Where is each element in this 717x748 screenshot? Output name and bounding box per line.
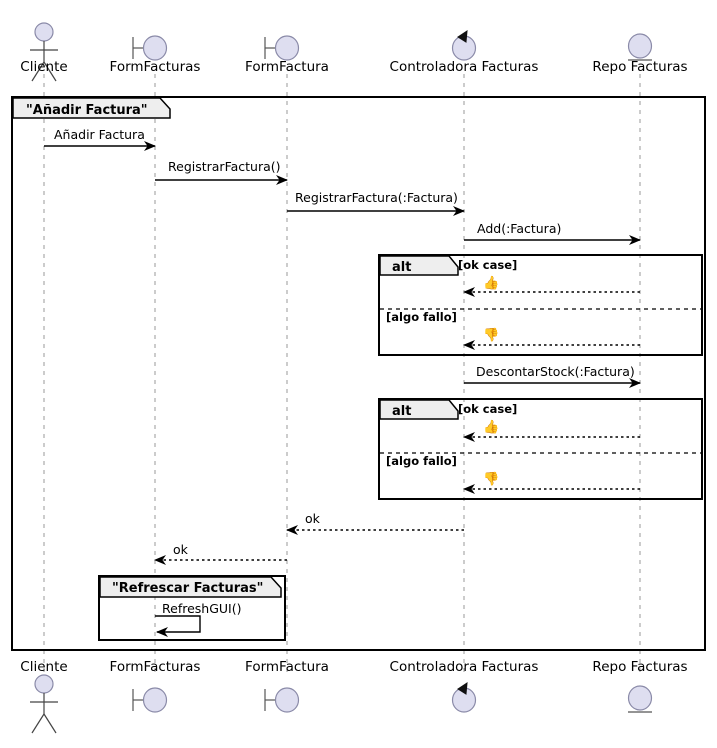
footer-participant-label-repo: Repo Facturas xyxy=(592,659,688,675)
alt-guard-ok-case-1: [ok case] xyxy=(458,258,518,272)
message-label-registrarfactura-arg: RegistrarFactura(:Factura) xyxy=(295,190,458,205)
frame-border-anadir-factura-frame xyxy=(11,96,706,651)
boundary-icon-formfactura-bottom xyxy=(264,687,300,713)
alt-operator-label-2: alt xyxy=(392,404,412,419)
entity-icon-repo-bottom xyxy=(627,685,653,713)
thumbs-down-icon-1: 👎 xyxy=(483,328,500,343)
message-label-anadir-factura: Añadir Factura xyxy=(54,127,145,142)
frame-tab-refrescar-facturas-frame xyxy=(99,576,282,598)
participant-label-repo: Repo Facturas xyxy=(592,59,688,75)
alt-operator-label-1: alt xyxy=(392,260,412,275)
thumbs-up-icon-2: 👍 xyxy=(483,420,500,435)
alt-guard-algo-fallo-1: [algo fallo] xyxy=(386,310,457,324)
participant-label-formfacturas: FormFacturas xyxy=(109,59,201,75)
control-icon-controladora-bottom xyxy=(451,682,477,713)
actor-stick-figure-icon-cliente-top xyxy=(30,22,58,82)
thumbs-down-icon-2: 👎 xyxy=(483,472,500,487)
footer-participant-label-cliente: Cliente xyxy=(20,659,68,675)
actor-stick-figure-icon-cliente-bottom xyxy=(30,674,58,734)
thumbs-up-icon-1: 👍 xyxy=(483,276,500,291)
alt-border-alt-fragment-1 xyxy=(378,254,703,356)
participant-label-formfactura: FormFactura xyxy=(245,59,329,75)
message-label-registrarfactura: RegistrarFactura() xyxy=(168,159,281,174)
alt-guard-ok-case-2: [ok case] xyxy=(458,402,518,416)
footer-participant-label-controladora: Controladora Facturas xyxy=(389,659,539,675)
frame-tab-anadir-factura-frame xyxy=(12,97,171,119)
footer-participant-label-formfacturas: FormFacturas xyxy=(109,659,201,675)
message-label-refreshgui: RefreshGUI() xyxy=(162,601,242,616)
boundary-icon-formfacturas-top xyxy=(132,35,168,61)
message-label-add-factura: Add(:Factura) xyxy=(477,221,562,236)
boundary-icon-formfacturas-bottom xyxy=(132,687,168,713)
alt-border-alt-fragment-2 xyxy=(378,398,703,500)
frame-title-anadir-factura: "Añadir Factura" xyxy=(26,103,148,118)
message-label-ok-formfactura: ok xyxy=(173,542,188,557)
message-label-descontarstock: DescontarStock(:Factura) xyxy=(476,364,635,379)
frame-border-refrescar-facturas-frame xyxy=(98,575,286,641)
boundary-icon-formfactura-top xyxy=(264,35,300,61)
alt-guard-algo-fallo-2: [algo fallo] xyxy=(386,454,457,468)
alt-tab-alt-fragment-1 xyxy=(379,255,459,276)
frame-title-refrescar-facturas: "Refrescar Facturas" xyxy=(112,581,264,596)
participant-label-cliente: Cliente xyxy=(20,59,68,75)
footer-participant-label-formfactura: FormFactura xyxy=(245,659,329,675)
message-label-ok-controladora: ok xyxy=(305,511,320,526)
message-arrow-m12 xyxy=(155,615,201,637)
participant-label-controladora: Controladora Facturas xyxy=(389,59,539,75)
alt-tab-alt-fragment-2 xyxy=(379,399,459,420)
entity-icon-repo-top xyxy=(627,33,653,61)
control-icon-controladora-top xyxy=(451,30,477,61)
